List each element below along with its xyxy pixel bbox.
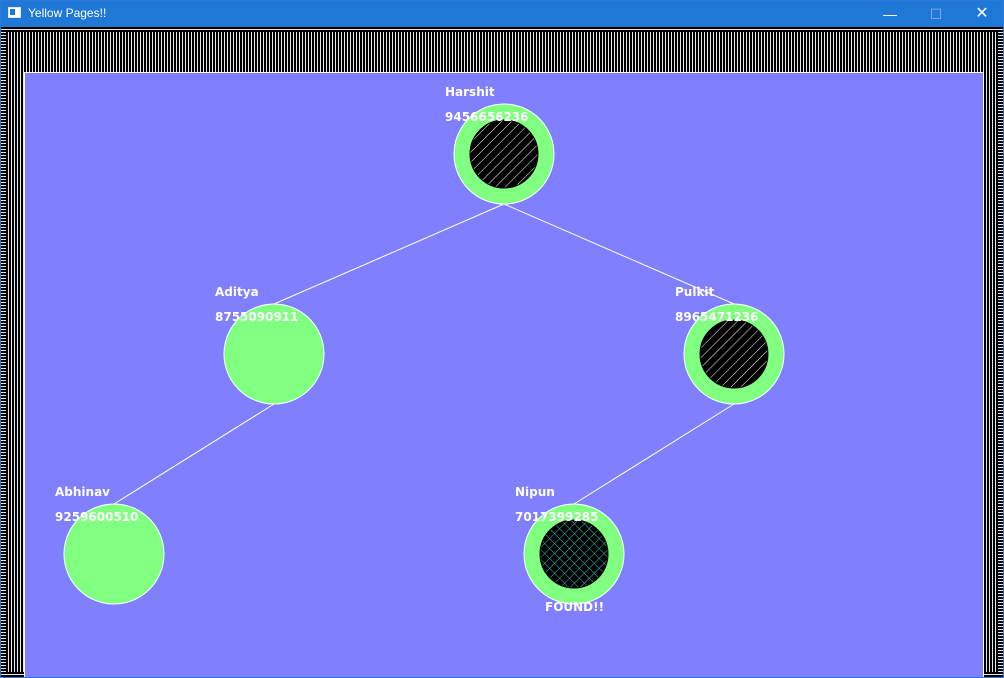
node-name-label: Nipun	[515, 485, 555, 499]
node-circle	[63, 503, 165, 605]
node-name-label: Abhinav	[55, 485, 110, 499]
node-circle	[223, 303, 325, 405]
minimize-button[interactable]: —	[883, 6, 897, 22]
window-title: Yellow Pages!!	[28, 6, 107, 20]
found-marker	[539, 519, 609, 589]
node-name-label: Harshit	[445, 85, 495, 99]
edge-pulkit-nipun	[573, 403, 735, 505]
tree-node-abhinav: Abhinav 9259600510	[55, 485, 165, 605]
found-status-label: FOUND!!	[545, 600, 604, 614]
tree-node-aditya: Aditya 8755090911	[215, 285, 325, 405]
edge-aditya-abhinav	[113, 403, 275, 505]
close-button[interactable]: ✕	[975, 5, 989, 22]
node-phone-label: 9259600510	[55, 510, 139, 524]
title-bar[interactable]: Yellow Pages!! — ☐ ✕	[1, 1, 1003, 27]
node-phone-label: 8755090911	[215, 310, 299, 324]
edge-harshit-aditya	[273, 203, 505, 305]
node-phone-label: 8965471236	[675, 310, 759, 324]
maximize-button[interactable]: ☐	[929, 6, 943, 22]
tree-node-harshit: Harshit 9456656236	[445, 85, 555, 205]
tree-node-pulkit: Pulkit 8965471236	[675, 285, 785, 405]
app-icon[interactable]	[8, 7, 21, 18]
visited-marker	[469, 119, 539, 189]
edge-harshit-pulkit	[503, 203, 735, 305]
visited-marker	[699, 319, 769, 389]
node-phone-label: 9456656236	[445, 110, 529, 124]
node-phone-label: 7017399285	[515, 510, 599, 524]
node-name-label: Pulkit	[675, 285, 715, 299]
node-name-label: Aditya	[215, 285, 259, 299]
